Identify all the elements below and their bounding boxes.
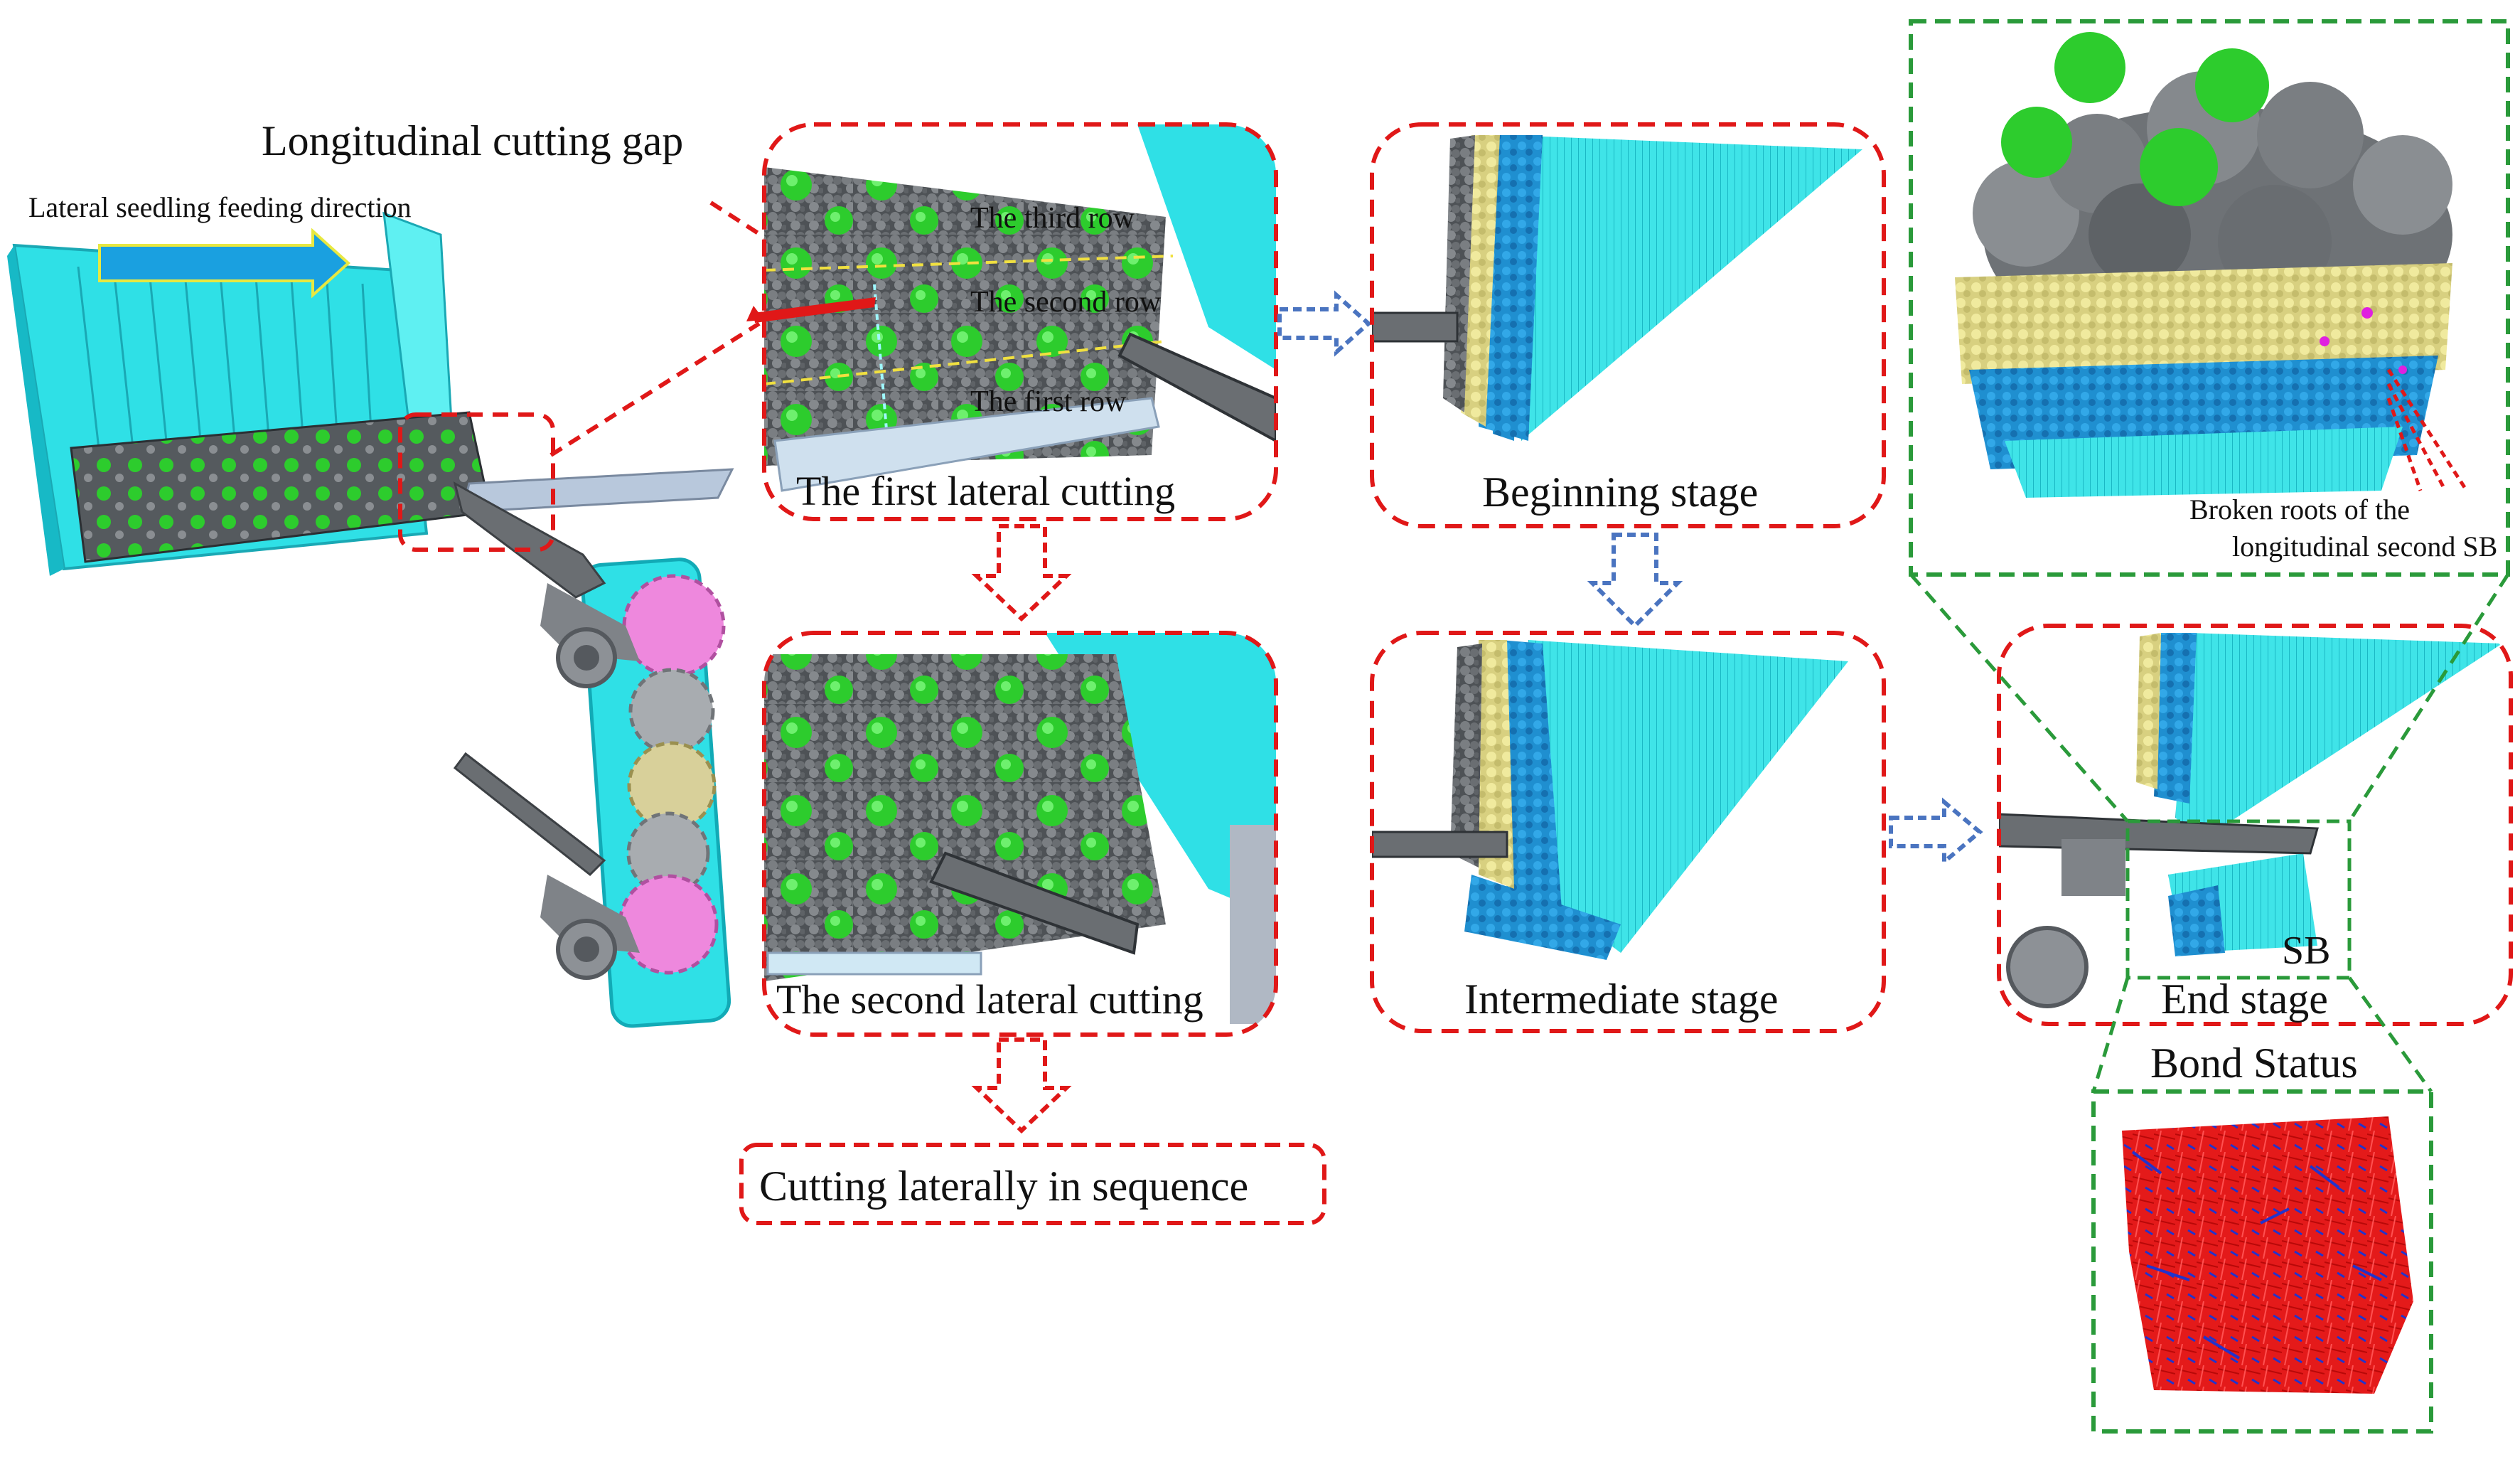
down-arrow-1 (971, 524, 1072, 622)
gap-pointer (754, 297, 876, 323)
broken-roots-line2: longitudinal second SB (2232, 530, 2497, 562)
zoom-connectors (1909, 573, 2510, 1093)
first-cutting-frame (762, 122, 1278, 521)
feeding-direction-arrow (98, 228, 350, 299)
beginning-stage-frame (1370, 122, 1886, 528)
second-cutting-frame (762, 631, 1278, 1037)
down-arrow-2 (971, 1037, 1072, 1134)
first-cutting-caption: The first lateral cutting (796, 468, 1175, 514)
right-arrow-1 (1277, 290, 1372, 357)
intermediate-stage-frame (1370, 631, 1886, 1033)
intermediate-stage-caption: Intermediate stage (1464, 976, 1778, 1023)
bond-network-illustration (2122, 1116, 2413, 1394)
gear-train-illustration (453, 481, 731, 1028)
second-cutting-image (764, 633, 1276, 1035)
intermediate-stage-image (1372, 633, 1884, 1031)
feeding-direction-label: Lateral seedling feeding direction (28, 191, 412, 223)
first-row-label: The first row (970, 385, 1127, 418)
sb-label: SB (2282, 929, 2331, 973)
beginning-stage-caption: Beginning stage (1482, 469, 1758, 516)
right-arrow-2 (1889, 797, 1983, 867)
sb-zoom-frame (1909, 19, 2510, 577)
broken-root-pointers (2386, 368, 2469, 492)
broken-roots-line1: Broken roots of the (2189, 493, 2410, 525)
second-cutting-caption: The second lateral cutting (776, 976, 1203, 1023)
first-cutting-image (764, 124, 1276, 519)
sequence-label: Cutting laterally in sequence (759, 1163, 1248, 1210)
down-arrow-3 (1587, 533, 1683, 629)
end-stage-image (1999, 626, 2511, 1024)
beginning-stage-image (1372, 124, 1884, 526)
bond-status-title: Bond Status (2150, 1040, 2358, 1087)
sb-highlight-box (2125, 819, 2352, 980)
bond-status-frame (2091, 1089, 2433, 1434)
tray-selection-box (398, 412, 555, 552)
sb-zoom-image (1955, 32, 2452, 498)
longitudinal-gap-label: Longitudinal cutting gap (262, 117, 683, 164)
third-row-label: The third row (970, 202, 1135, 235)
zoom-arrows (549, 201, 883, 457)
second-row-label: The second row (970, 286, 1162, 319)
seedling-tray-illustration (7, 211, 734, 576)
sequence-box (739, 1143, 1326, 1225)
end-stage-frame (1997, 624, 2513, 1026)
end-stage-caption: End stage (2161, 976, 2328, 1023)
